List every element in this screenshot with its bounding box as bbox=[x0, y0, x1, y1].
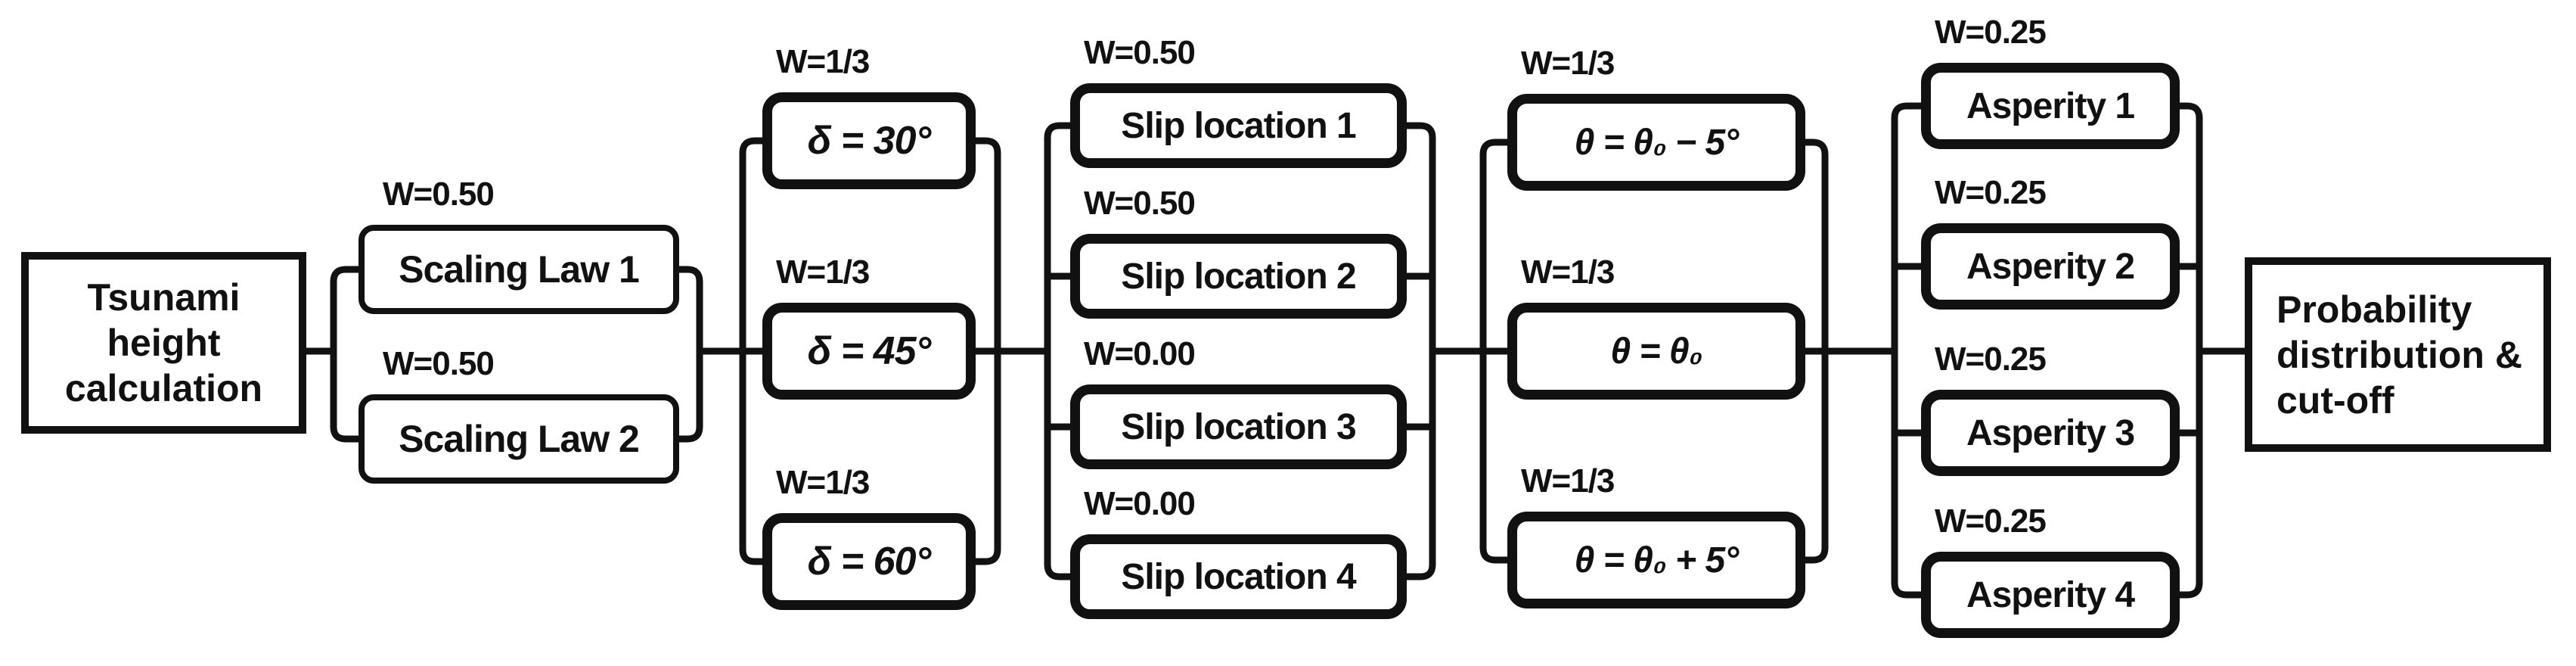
node-strike-plus-5: θ = θ₀ + 5° bbox=[1507, 512, 1805, 608]
node-label: Slip location 4 bbox=[1121, 556, 1356, 597]
weight-label: W=0.50 bbox=[1084, 185, 1196, 222]
node-slip-location-1: Slip location 1 bbox=[1070, 83, 1407, 168]
node-label: Asperity 1 bbox=[1966, 86, 2135, 126]
connector-source-to-scaling bbox=[306, 266, 358, 443]
node-dip-45: δ = 45° bbox=[762, 303, 976, 400]
weight-label: W=0.25 bbox=[1935, 14, 2047, 51]
node-slip-location-4: Slip location 4 bbox=[1070, 534, 1407, 619]
node-scaling-law-2: Scaling Law 2 bbox=[358, 394, 679, 484]
node-strike-base: θ = θ₀ bbox=[1507, 303, 1805, 400]
node-slip-location-3: Slip location 3 bbox=[1070, 384, 1407, 469]
node-label: Scaling Law 1 bbox=[399, 248, 640, 291]
node-tsunami-height-calculation: Tsunami height calculation bbox=[21, 252, 306, 434]
node-label: δ = 30° bbox=[807, 119, 932, 163]
weight-label: W=0.50 bbox=[1084, 34, 1196, 71]
connector-slip-to-strike bbox=[1407, 122, 1507, 580]
weight-label: W=1/3 bbox=[776, 43, 870, 80]
weight-label: W=0.00 bbox=[1084, 335, 1196, 372]
weight-label: W=0.25 bbox=[1935, 174, 2047, 211]
node-label: Scaling Law 2 bbox=[399, 418, 640, 460]
node-label: Probability distribution & cut-off bbox=[2277, 288, 2522, 422]
weight-label: W=1/3 bbox=[776, 254, 870, 291]
node-label: Asperity 2 bbox=[1966, 246, 2135, 287]
node-label: Asperity 3 bbox=[1966, 412, 2135, 453]
weight-label: W=0.25 bbox=[1935, 503, 2047, 540]
node-asperity-2: Asperity 2 bbox=[1921, 223, 2180, 310]
node-strike-minus-5: θ = θ₀ − 5° bbox=[1507, 94, 1805, 191]
weight-label: W=0.25 bbox=[1935, 341, 2047, 378]
node-probability-distribution-cutoff: Probability distribution & cut-off bbox=[2245, 257, 2551, 452]
node-dip-60: δ = 60° bbox=[762, 513, 976, 610]
weight-label: W=0.50 bbox=[383, 176, 495, 213]
node-asperity-1: Asperity 1 bbox=[1921, 63, 2180, 149]
node-label: δ = 60° bbox=[807, 540, 932, 584]
node-label: Slip location 1 bbox=[1121, 105, 1356, 146]
node-label: Asperity 4 bbox=[1966, 574, 2135, 615]
node-label: θ = θ₀ + 5° bbox=[1574, 540, 1740, 580]
connector-strike-to-asperity bbox=[1805, 102, 1921, 599]
connector-scaling-to-dip bbox=[679, 137, 762, 565]
connector-dip-to-slip bbox=[976, 122, 1070, 580]
node-slip-location-2: Slip location 2 bbox=[1070, 234, 1407, 319]
connector-asperity-to-sink bbox=[2180, 102, 2245, 599]
node-asperity-4: Asperity 4 bbox=[1921, 552, 2180, 638]
weight-label: W=0.00 bbox=[1084, 485, 1196, 522]
node-label: δ = 45° bbox=[807, 329, 932, 373]
weight-label: W=1/3 bbox=[1521, 462, 1615, 500]
weight-label: W=1/3 bbox=[1521, 254, 1615, 291]
node-label: Slip location 3 bbox=[1121, 406, 1356, 447]
node-scaling-law-1: Scaling Law 1 bbox=[358, 225, 679, 314]
node-label: Tsunami height calculation bbox=[64, 276, 263, 409]
node-asperity-3: Asperity 3 bbox=[1921, 390, 2180, 476]
node-dip-30: δ = 30° bbox=[762, 92, 976, 189]
node-label: θ = θ₀ − 5° bbox=[1574, 122, 1740, 163]
node-label: θ = θ₀ bbox=[1610, 331, 1702, 372]
node-label: Slip location 2 bbox=[1121, 256, 1356, 297]
weight-label: W=1/3 bbox=[1521, 45, 1615, 82]
weight-label: W=0.50 bbox=[383, 345, 495, 382]
weight-label: W=1/3 bbox=[776, 464, 870, 501]
